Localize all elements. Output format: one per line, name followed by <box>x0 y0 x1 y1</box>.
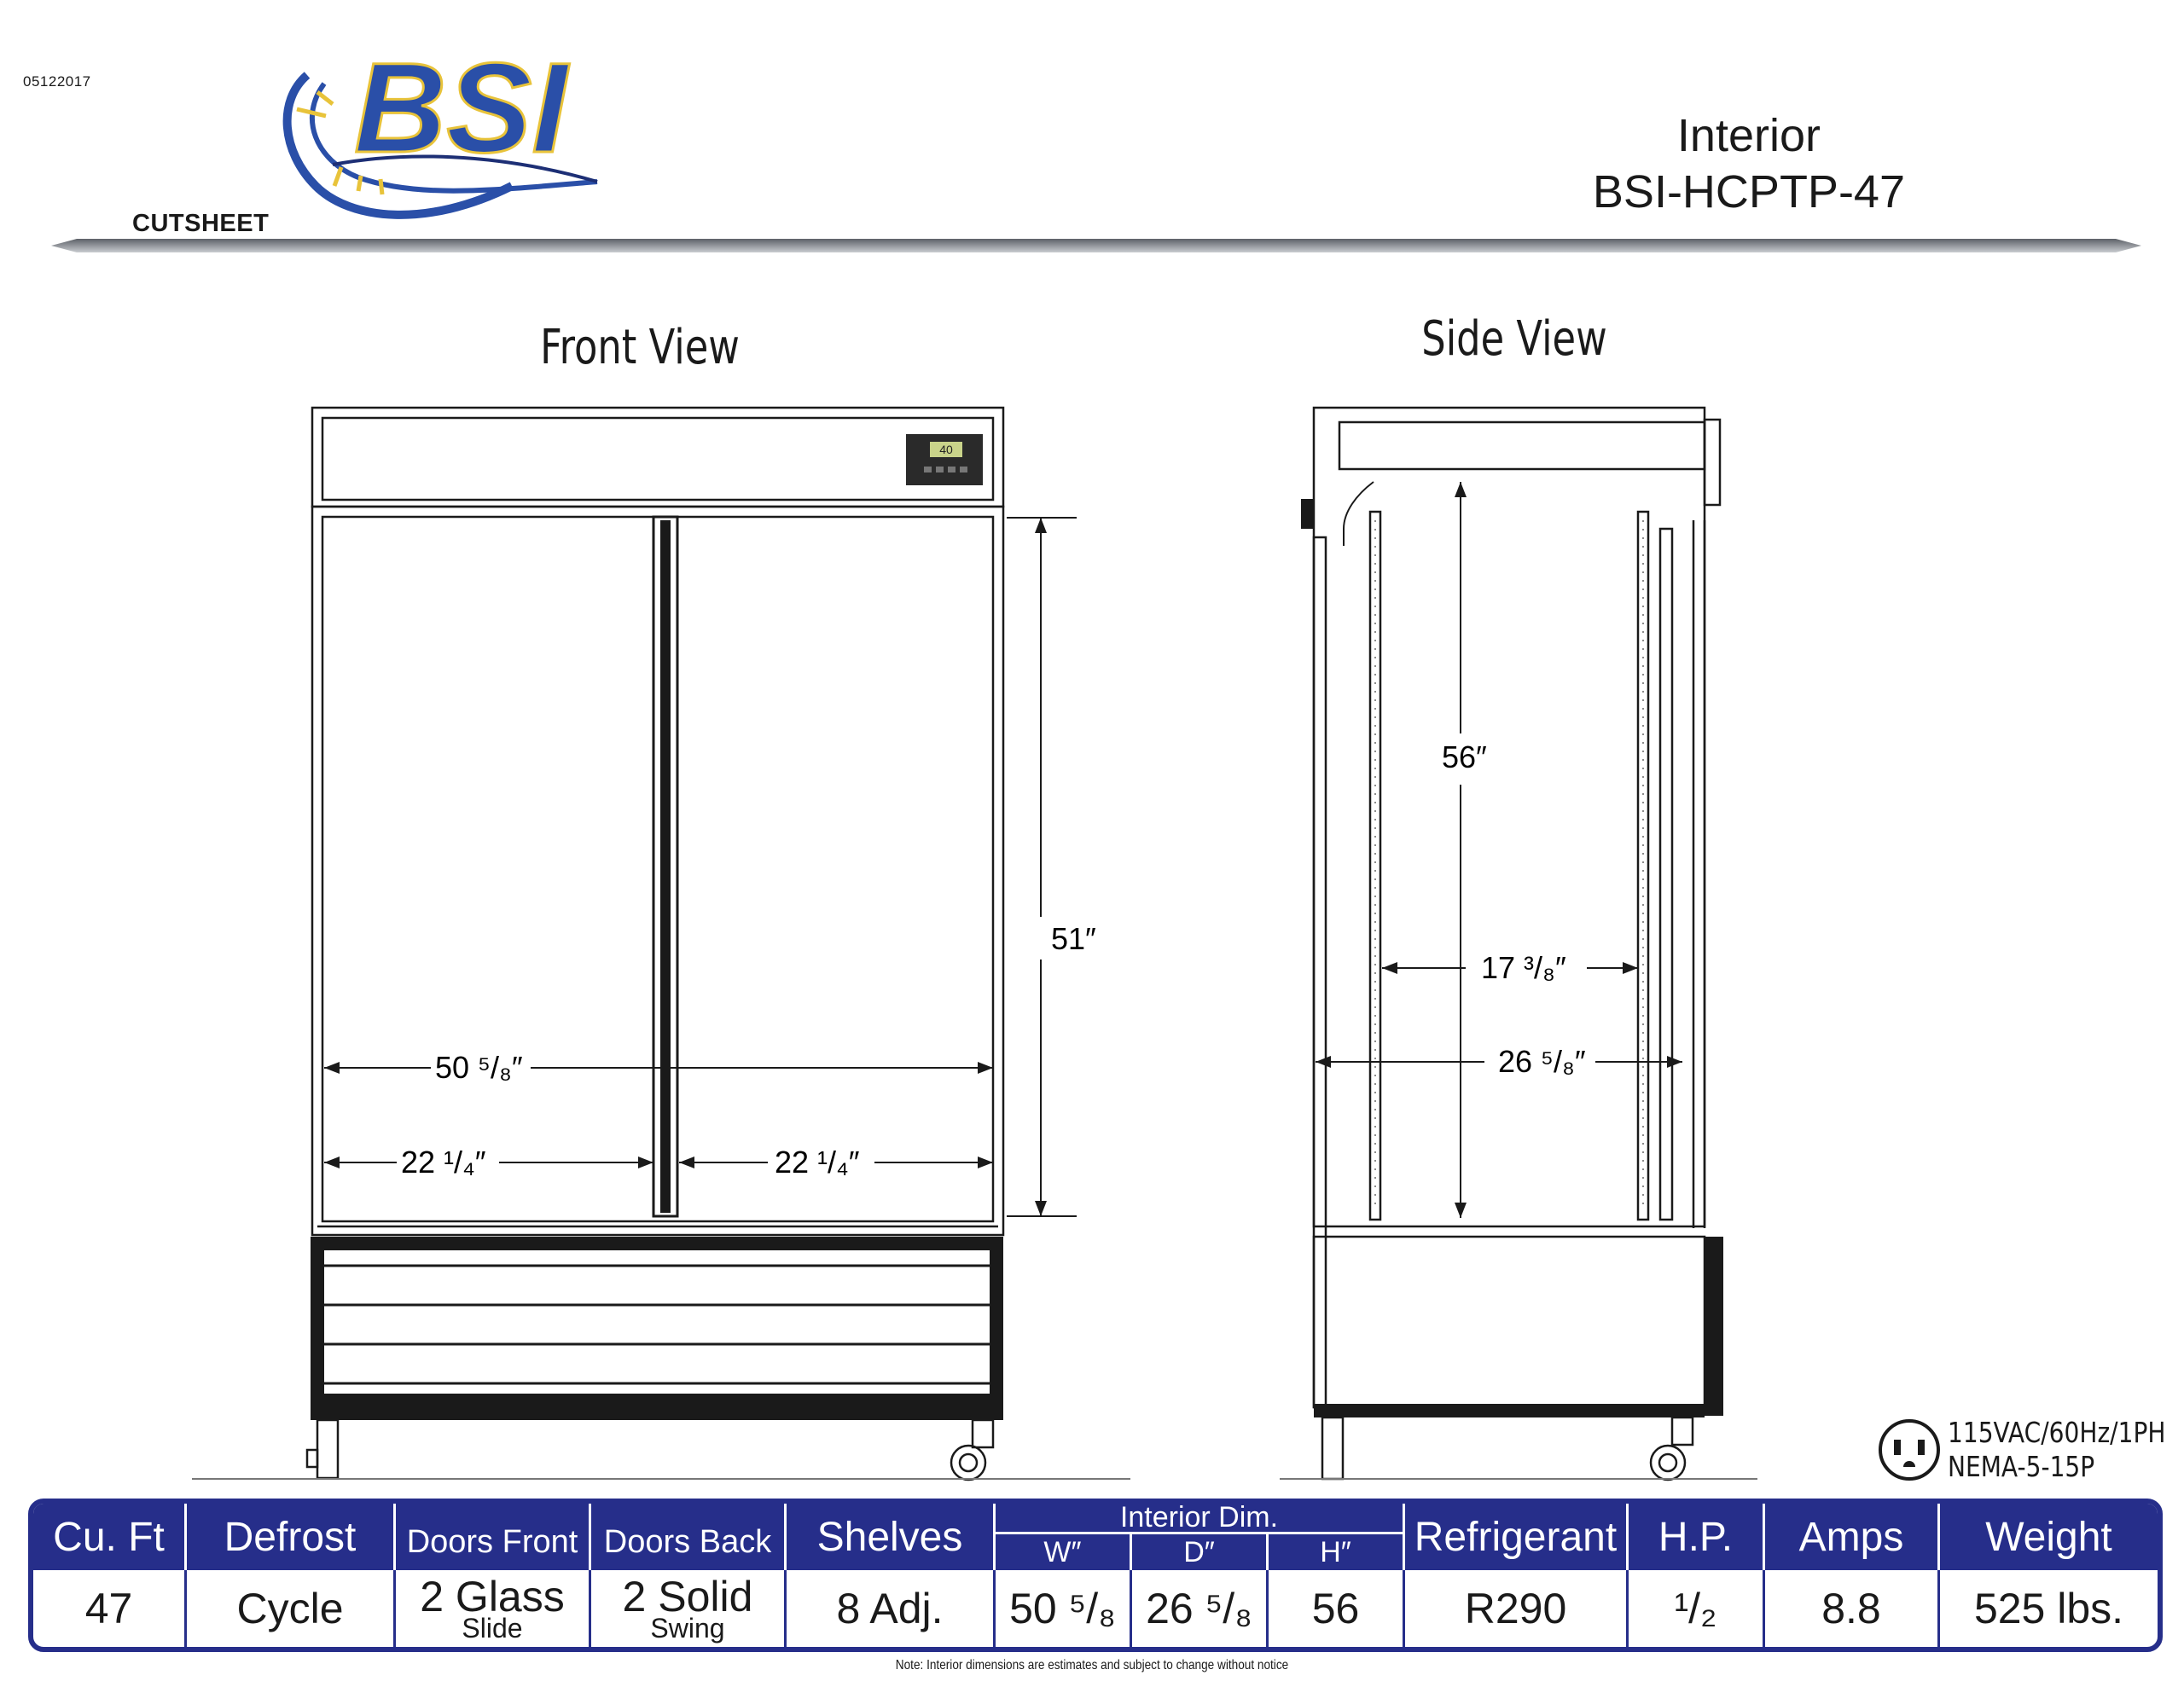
spec-table: Cu. Ft Defrost Doors Front Doors Back Sh… <box>28 1499 2163 1652</box>
side-door-edge <box>1312 536 1327 1409</box>
electrical-spec: 115VAC/60Hz/1PH NEMA-5-15P <box>1948 1416 2165 1484</box>
center-mullion <box>652 515 679 1218</box>
cutsheet-label: CUTSHEET <box>132 210 270 237</box>
header-interior-dim: Interior Dim. <box>996 1504 1403 1534</box>
footnote: Note: Interior dimensions are estimates … <box>895 1658 1289 1673</box>
header-doors-front: Doors Front <box>396 1504 591 1570</box>
value-refrigerant: R290 <box>1405 1570 1629 1647</box>
value-h: 56 <box>1269 1570 1405 1647</box>
value-shelves: 8 Adj. <box>787 1570 996 1647</box>
controller-display <box>930 442 962 457</box>
shelf-standards <box>1368 510 1674 1221</box>
dim-left-door: 22 ¹/₄″ <box>401 1145 486 1180</box>
spec-table-header <box>33 1504 2158 1570</box>
nema-outlet-icon <box>1879 1419 1940 1481</box>
value-hp: ¹/₂ <box>1629 1570 1765 1647</box>
header-d: D″ <box>1132 1534 1269 1570</box>
dim-depth: 26 ⁵/₈″ <box>1498 1044 1586 1079</box>
value-w: 50 ⁵/₈ <box>996 1570 1132 1647</box>
header-shelves: Shelves <box>787 1504 996 1570</box>
logo-text: BSI <box>354 36 570 179</box>
front-view-drawing: 40 51″ 50 ⁵/₈″ <box>192 406 1130 1481</box>
header-defrost: Defrost <box>187 1504 396 1570</box>
side-cabinet <box>1312 406 1706 1228</box>
door-frame <box>321 515 995 1223</box>
top-header-panel-inner <box>321 416 995 501</box>
header-h: H″ <box>1320 1535 1351 1568</box>
header-title-block: Interior BSI-HCPTP-47 <box>1593 107 1905 220</box>
title-interior: Interior <box>1676 110 1821 161</box>
front-view-title: Front View <box>540 320 740 375</box>
model-number: BSI-HCPTP-47 <box>1592 166 1905 217</box>
cabinet-body <box>311 505 1005 1237</box>
document-code: 05122017 <box>23 73 91 90</box>
value-doors-back-main: 2 Solid <box>622 1573 753 1620</box>
value-doors-front-main: 2 Glass <box>420 1573 565 1620</box>
electrical-voltage: 115VAC/60Hz/1PH <box>1948 1416 2166 1449</box>
top-header-panel-outer <box>311 406 1005 508</box>
side-view-drawing: 56″ 17 ³/₈″ 26 ⁵/₈″ <box>1280 406 1757 1481</box>
front-casters <box>305 1418 995 1481</box>
dim-height-51: 51″ <box>1051 921 1096 956</box>
dim-right-door: 22 ¹/₄″ <box>775 1145 860 1180</box>
dim-height-56: 56″ <box>1442 739 1487 774</box>
header-amps: Amps <box>1765 1504 1940 1570</box>
header-w: W″ <box>996 1534 1132 1570</box>
header-cu-ft: Cu. Ft <box>33 1504 187 1570</box>
value-defrost: Cycle <box>187 1570 396 1647</box>
header-weight: Weight <box>1985 1514 2112 1560</box>
value-d: 26 ⁵/₈ <box>1132 1570 1269 1647</box>
value-doors-front: 2 Glass Slide <box>396 1570 591 1647</box>
logo-swoosh-inner <box>309 82 598 194</box>
side-rear-box <box>1703 418 1722 507</box>
value-weight: 525 lbs. <box>1973 1585 2124 1632</box>
header-doors-back: Doors Back <box>591 1504 787 1570</box>
header-refrigerant: Refrigerant <box>1405 1504 1629 1570</box>
side-top-housing <box>1338 420 1706 471</box>
dim-inner-depth: 17 ³/₈″ <box>1481 950 1566 985</box>
logo-swoosh-outer <box>282 72 514 219</box>
header-interior-dim-group: Interior Dim. W″ D″ H″ <box>996 1504 1405 1570</box>
value-doors-back: 2 Solid Swing <box>591 1570 787 1647</box>
header-hp: H.P. <box>1629 1504 1765 1570</box>
electrical-plug: NEMA-5-15P <box>1948 1450 2095 1483</box>
side-casters <box>1321 1416 1694 1481</box>
bsi-logo: BSI <box>282 35 598 219</box>
value-amps: 8.8 <box>1765 1570 1940 1647</box>
value-cu-ft: 47 <box>33 1570 187 1647</box>
controller-readout: 40 <box>939 443 953 456</box>
value-doors-front-sub: Slide <box>462 1613 523 1644</box>
side-handle <box>1301 499 1315 529</box>
value-doors-back-sub: Swing <box>650 1613 725 1644</box>
side-base <box>1312 1235 1706 1409</box>
header-rule <box>51 239 2141 252</box>
dim-width: 50 ⁵/₈″ <box>435 1050 523 1085</box>
side-view-title: Side View <box>1421 311 1607 367</box>
